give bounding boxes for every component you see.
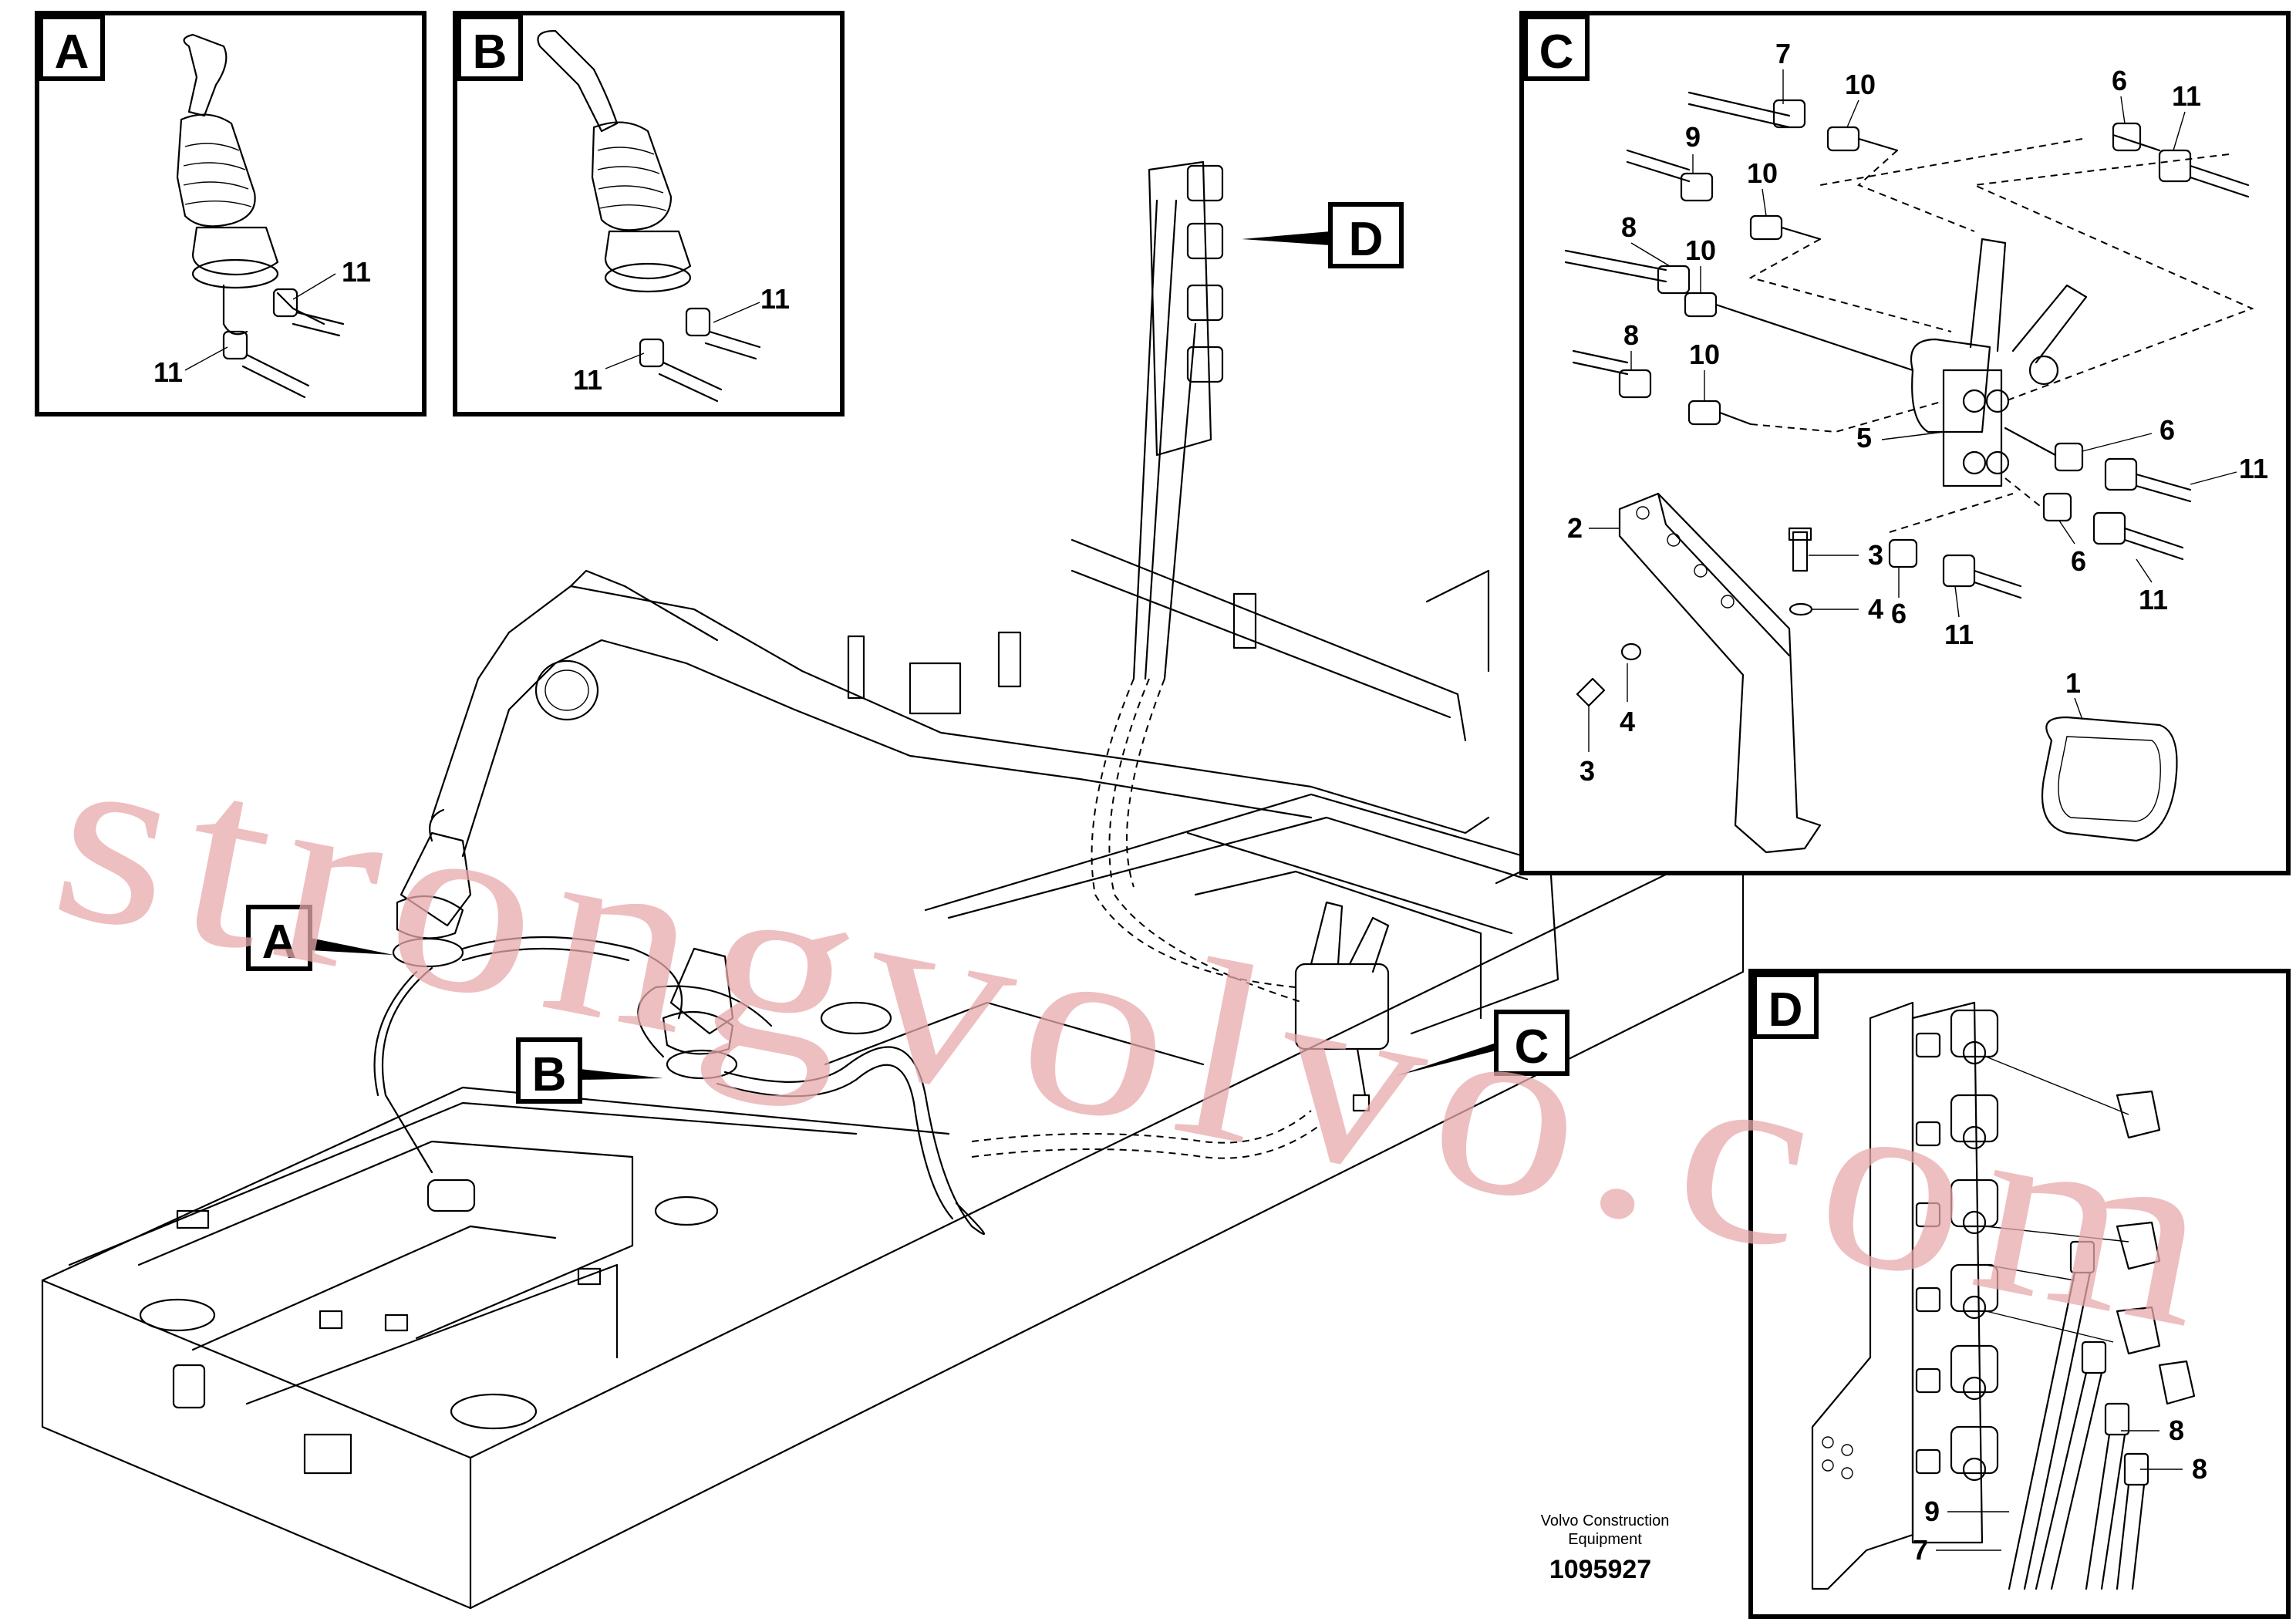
svg-text:D: D [1349,213,1384,266]
callout-c-10-d: 10 [1689,339,1720,370]
callout-c-7: 7 [1775,38,1791,69]
callout-b-11-upper: 11 [760,283,790,315]
callout-b-11-lower: 11 [573,364,602,396]
callout-c-11-b: 11 [2239,453,2268,484]
detail-view-d: D [1748,969,2291,1619]
main-label-c: C [1396,1010,1569,1076]
callout-c-4-right: 4 [1868,593,1883,625]
joystick-b [662,947,738,1080]
callout-c-9: 9 [1685,121,1701,153]
detail-view-b: B 11 11 [453,11,845,416]
detail-c-letter: C [1539,25,1574,79]
main-assembly-drawing [41,160,1745,1610]
svg-text:A: A [262,916,297,969]
callout-a-11-lower: 11 [153,356,183,388]
callout-c-1: 1 [2065,667,2081,699]
callout-d-7: 7 [1913,1534,1928,1566]
callout-c-10-a: 10 [1845,69,1876,100]
svg-text:B: B [532,1048,567,1101]
footer-block: Volvo Construction Equipment 1095927 [1541,1512,1670,1584]
callout-c-3-right: 3 [1868,539,1883,571]
callout-a-11-upper: 11 [342,256,371,288]
valve-bracket-d [1091,160,1304,1003]
callout-c-8-b: 8 [1623,319,1639,351]
detail-d-letter: D [1768,983,1803,1037]
callout-c-5: 5 [1856,422,1872,454]
callout-c-4-left: 4 [1620,706,1635,737]
callout-d-8-lower: 8 [2192,1453,2207,1485]
detail-a-letter: A [55,25,89,79]
detail-b-letter: B [473,25,507,79]
detail-view-a: A 11 11 [35,11,426,416]
main-label-b: B [516,1037,663,1104]
joystick-a [392,808,472,968]
main-label-a: A [246,905,393,971]
company-name-line2: Equipment [1568,1531,1642,1548]
callout-c-8-a: 8 [1621,211,1637,243]
svg-text:C: C [1515,1020,1549,1074]
callout-d-8-upper: 8 [2169,1415,2184,1446]
callout-c-10-c: 10 [1685,234,1716,266]
drawing-number: 1095927 [1549,1555,1651,1584]
callout-c-3-left: 3 [1580,755,1595,787]
callout-c-11-d: 11 [1944,619,1974,650]
callout-c-6-c: 6 [2071,545,2086,577]
main-label-d: D [1242,202,1404,268]
callout-c-6-a: 6 [2112,65,2127,96]
callout-d-9: 9 [1924,1496,1940,1527]
pedal-valve-c [1294,901,1390,1112]
callout-c-10-b: 10 [1747,157,1778,189]
callout-c-11-c: 11 [2139,584,2168,615]
company-name-line1: Volvo Construction [1541,1512,1670,1529]
callout-c-6-b: 6 [2159,414,2175,446]
detail-view-c: C [1519,11,2291,875]
callout-c-6-d: 6 [1891,598,1907,629]
callout-c-11-a: 11 [2172,80,2201,112]
callout-c-2: 2 [1567,512,1583,544]
